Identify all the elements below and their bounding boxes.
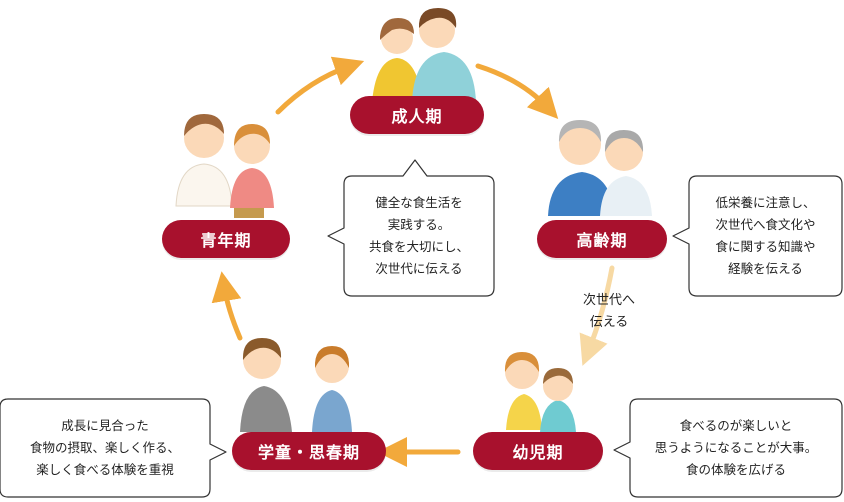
young-man-head xyxy=(184,118,224,158)
next-generation-arrow-label: 次世代へ 伝える xyxy=(582,293,635,330)
boy-body xyxy=(240,386,292,432)
young-woman-head xyxy=(234,128,270,164)
bubble-school-shape xyxy=(0,398,227,498)
cycle-arrows xyxy=(211,56,615,467)
kid-boy-hair xyxy=(543,368,573,384)
woman-hair xyxy=(380,18,414,40)
bubble-school-adolescence-text: 成長に見合った 食物の摂取、楽しく作る、 楽しく食べる体験を重視 xyxy=(29,418,180,477)
bubble-senior-text: 低栄養に注意し、 次世代へ食文化や 食に関する知識や 経験を伝える xyxy=(715,195,816,276)
young-woman-hair xyxy=(234,124,270,146)
bubble-early-childhood-shape xyxy=(613,398,843,498)
bubble-adult-shape xyxy=(327,159,495,297)
stage-adult-label: 成人期 xyxy=(350,96,484,134)
arrow-adult-to-senior xyxy=(475,63,559,119)
senior-couple-figure xyxy=(548,120,652,216)
man-hair xyxy=(418,8,457,28)
speech-bubble-shapes xyxy=(0,159,843,498)
girl-head xyxy=(315,349,349,383)
stage-school-adolescence-label: 学童・思春期 xyxy=(232,432,386,470)
young-children-figure xyxy=(504,352,576,432)
bubble-senior-shape xyxy=(672,175,843,297)
school-children-figure xyxy=(240,338,352,432)
young-man-hair xyxy=(184,114,224,136)
arrow-youth-to-adult xyxy=(275,56,365,115)
kid-boy-body xyxy=(540,400,576,432)
arrow-senior-to-early-childhood xyxy=(579,265,615,366)
stage-youth-label: 青年期 xyxy=(162,220,290,258)
old-woman-body xyxy=(600,176,652,216)
old-man-body xyxy=(548,172,614,216)
boy-hair xyxy=(242,338,282,360)
arrow-school-to-youth xyxy=(211,271,243,341)
girl-body xyxy=(312,390,352,432)
kid-girl-hair xyxy=(504,352,540,372)
kid-girl-body xyxy=(506,394,542,430)
bubble-adult-text: 健全な食生活を 実践する。 共食を大切にし、 次世代に伝える xyxy=(368,195,469,276)
bubble-early-childhood-text: 食べるのが楽しいと 思うようになることが大事。 食の体験を広げる xyxy=(654,418,818,477)
stage-senior-label: 高齢期 xyxy=(537,220,667,258)
young-woman-body xyxy=(230,168,274,208)
young-man-body xyxy=(175,163,233,207)
kid-girl-head xyxy=(505,355,539,389)
man-body xyxy=(412,52,476,102)
old-woman-head xyxy=(605,133,643,171)
adult-couple-figure xyxy=(372,8,476,102)
old-man-hair xyxy=(558,120,602,142)
girl-hair xyxy=(314,346,350,368)
kid-boy-head xyxy=(543,371,573,401)
woman-body xyxy=(372,58,422,102)
old-woman-hair xyxy=(604,130,644,152)
man-head xyxy=(419,12,455,48)
youth-couple-figure xyxy=(175,114,274,218)
old-man-head xyxy=(559,123,601,165)
stage-early-childhood-label: 幼児期 xyxy=(473,432,603,470)
